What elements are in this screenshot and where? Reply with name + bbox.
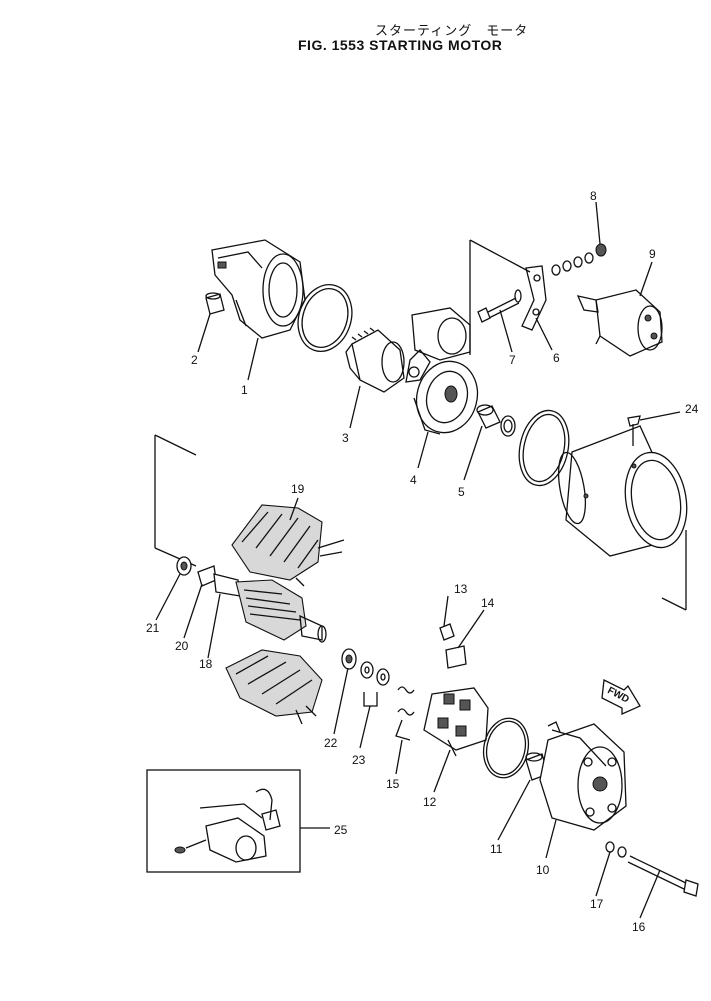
callout-9: 9 — [649, 247, 656, 261]
callout-2: 2 — [191, 353, 198, 367]
callout-6: 6 — [553, 351, 560, 365]
figure-title: FIG. 1553 STARTING MOTOR — [298, 37, 503, 53]
part-armature — [213, 573, 327, 643]
callout-18: 18 — [199, 657, 213, 671]
part-oring-rear — [482, 717, 530, 779]
part-brush-holder — [423, 687, 489, 757]
callout-14: 14 — [481, 596, 495, 610]
callout-3: 3 — [342, 431, 349, 445]
inset-magnetic-switch-detail — [146, 769, 301, 873]
callout-4: 4 — [410, 473, 417, 487]
forward-direction-arrow — [601, 679, 641, 716]
callout-13: 13 — [454, 582, 468, 596]
part-washer-21 — [176, 556, 192, 576]
callout-15: 15 — [386, 777, 400, 791]
part-bushing-front — [205, 292, 225, 315]
part-field-coil-lower — [225, 649, 323, 725]
callout-25: 25 — [334, 823, 348, 837]
part-drive-housing — [405, 307, 479, 435]
part-rear-cover — [539, 721, 627, 831]
part-nuts-washers — [551, 243, 607, 276]
callout-24: 24 — [685, 402, 699, 416]
part-pinion-clutch — [345, 327, 405, 393]
part-springs — [395, 686, 415, 741]
callout-1: 1 — [241, 383, 248, 397]
part-washers-23 — [360, 661, 390, 707]
part-magnetic-switch — [576, 289, 663, 357]
callout-16: 16 — [632, 920, 646, 934]
part-bracket — [521, 265, 547, 331]
callout-20: 20 — [175, 639, 189, 653]
callout-8: 8 — [590, 189, 597, 203]
part-brush-13 — [439, 623, 455, 641]
part-field-coil-upper — [231, 504, 345, 587]
part-bushing-center — [476, 404, 516, 437]
callout-23: 23 — [352, 753, 366, 767]
leader-lines — [155, 201, 681, 919]
part-through-bolt — [627, 855, 699, 897]
part-screw-yoke — [627, 415, 641, 446]
part-bolt-upper — [477, 289, 522, 323]
callout-10: 10 — [536, 863, 550, 877]
part-brush-14 — [445, 645, 467, 669]
callout-12: 12 — [423, 795, 437, 809]
part-oring-yoke — [518, 409, 570, 487]
part-yoke-frame — [557, 425, 688, 557]
callout-19: 19 — [291, 482, 305, 496]
part-front-housing — [211, 239, 306, 339]
part-shaft-bushing — [197, 565, 217, 587]
callout-5: 5 — [458, 485, 465, 499]
callout-21: 21 — [146, 621, 160, 635]
callout-11: 11 — [490, 842, 503, 856]
callout-7: 7 — [509, 353, 516, 367]
part-washer-22 — [341, 648, 357, 670]
part-gasket-front — [297, 284, 353, 352]
callout-17: 17 — [590, 897, 604, 911]
callout-22: 22 — [324, 736, 338, 750]
figure-title-japanese: スターティング モータ — [375, 23, 529, 38]
